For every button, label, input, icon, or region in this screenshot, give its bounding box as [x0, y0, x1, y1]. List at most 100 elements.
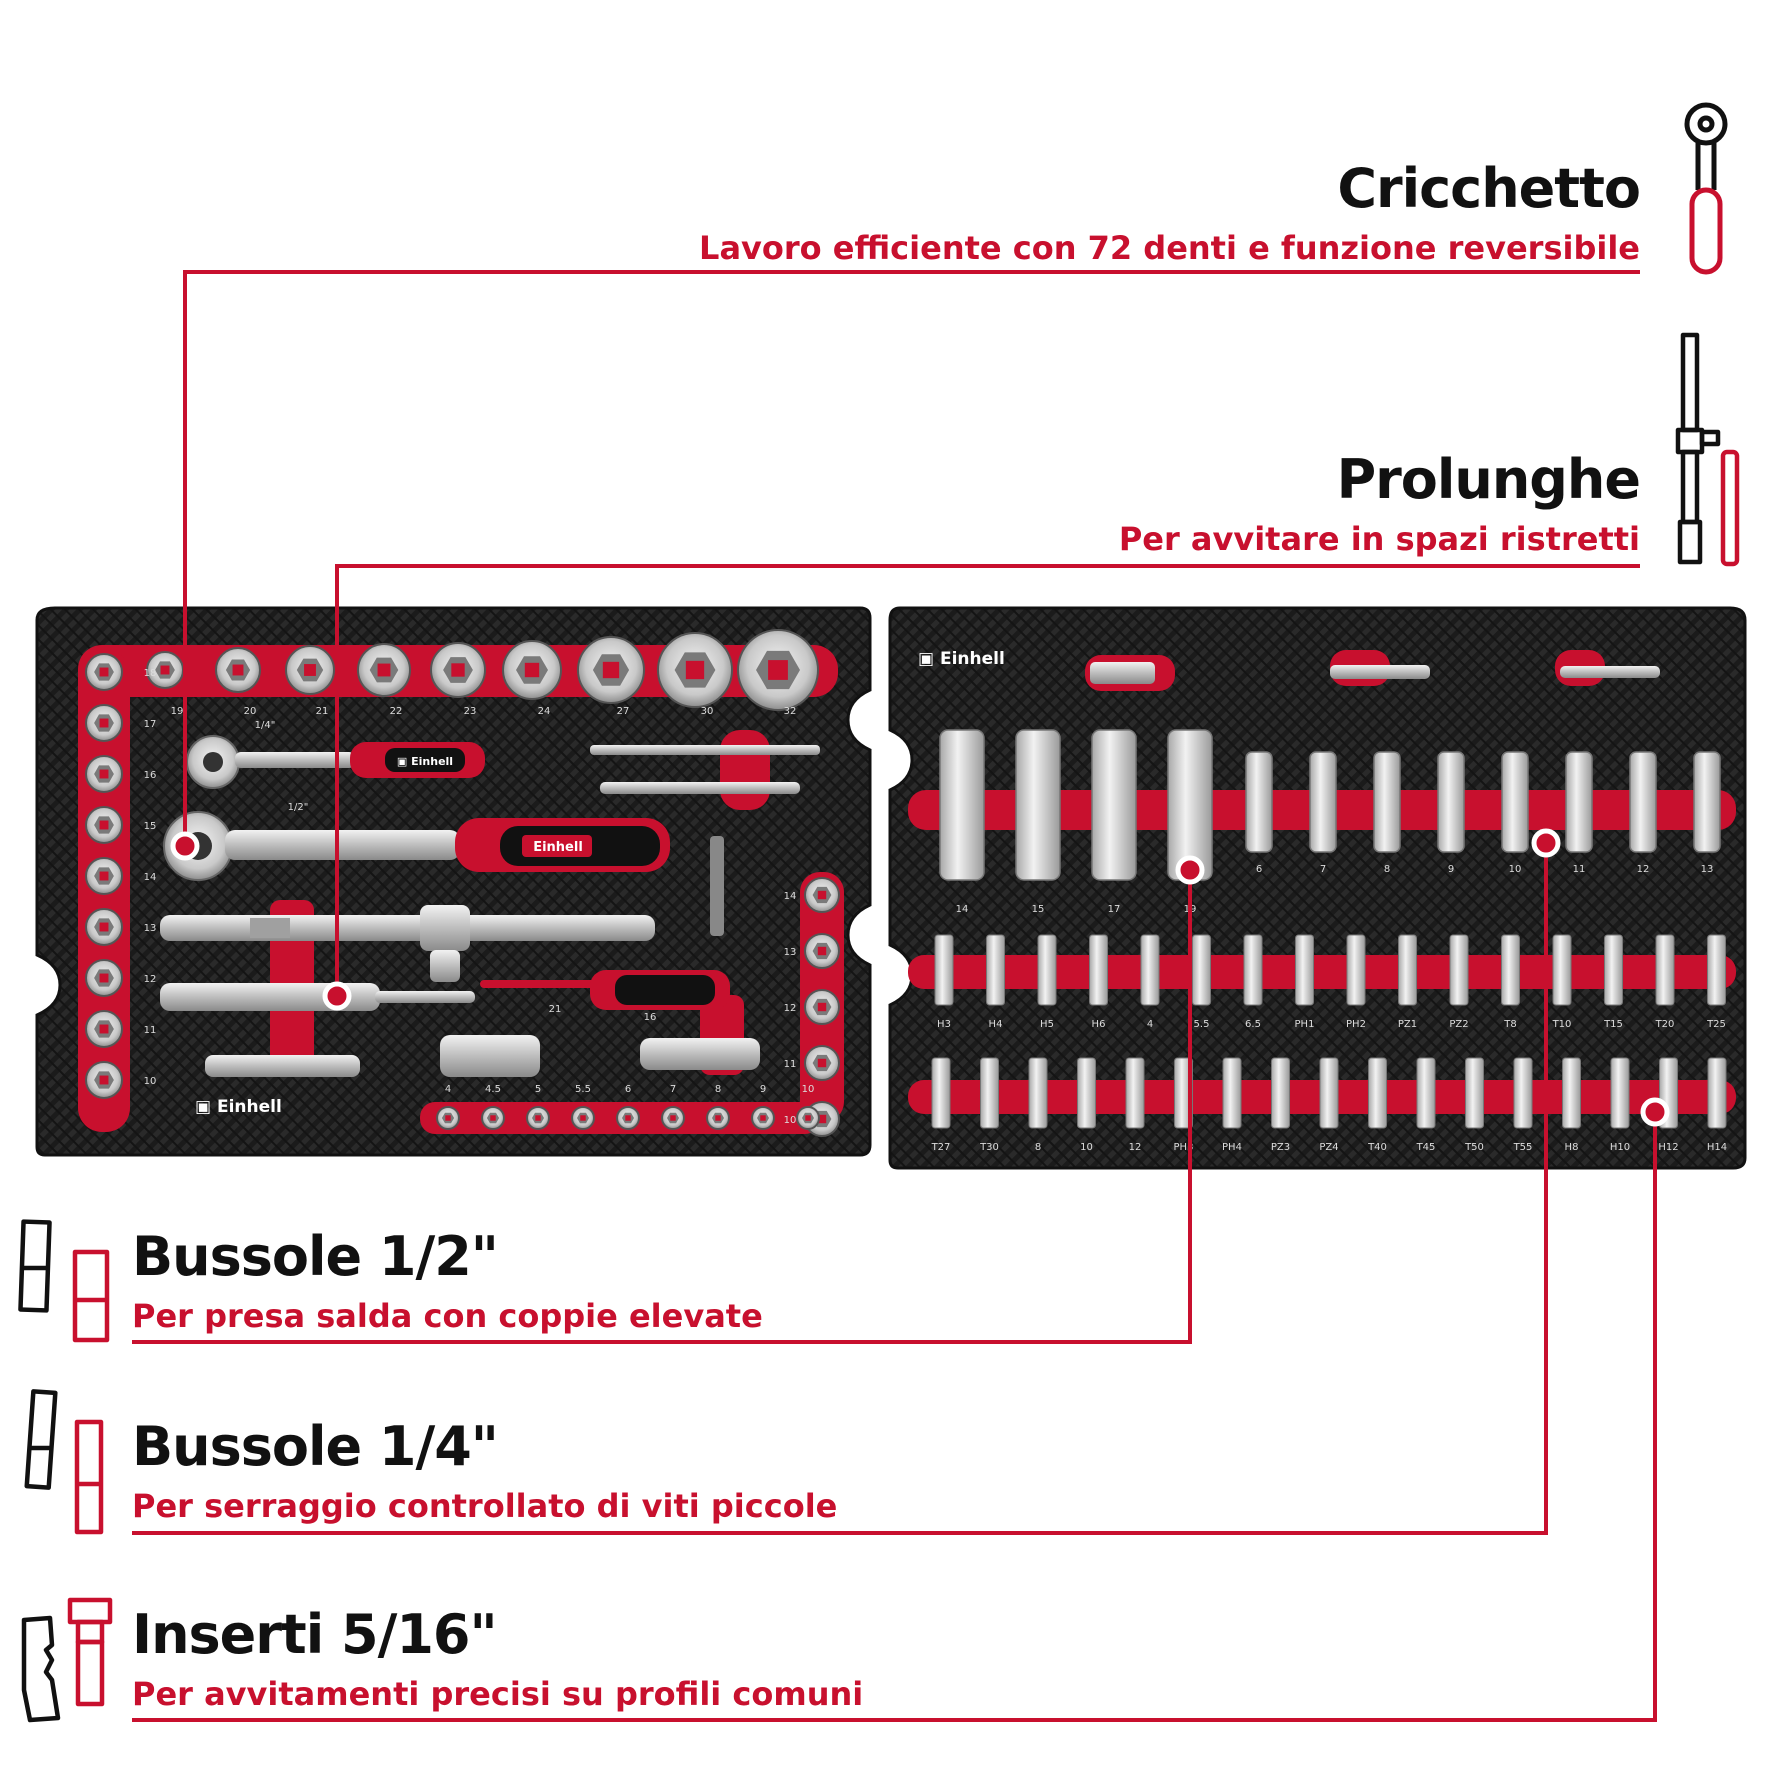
size-label: 10	[144, 1076, 157, 1087]
size-label: 1/4"	[255, 720, 276, 731]
socket-drive	[99, 769, 109, 779]
size-label: PH4	[1222, 1142, 1242, 1153]
bit	[1610, 1057, 1630, 1129]
bit	[1028, 1057, 1048, 1129]
bit	[1222, 1057, 1242, 1129]
size-label: 14	[956, 904, 969, 915]
size-label: 16	[644, 1012, 657, 1023]
socket-drive	[99, 1024, 109, 1034]
bit	[1562, 1057, 1581, 1129]
size-label: 13	[144, 923, 157, 934]
deep-socket	[1565, 751, 1593, 853]
socket-icon	[24, 1389, 104, 1535]
feature-subtitle: Lavoro efficiente con 72 denti e funzion…	[699, 229, 1640, 267]
feature-subtitle: Per avvitamenti precisi su profili comun…	[132, 1675, 864, 1713]
size-label: 12	[144, 974, 157, 985]
size-label: 8	[1384, 864, 1390, 875]
callout-sockets-quarter	[132, 843, 1548, 1535]
size-label: 10	[802, 1084, 815, 1095]
size-label: PZ1	[1398, 1019, 1417, 1030]
long-socket	[1015, 729, 1061, 881]
socket-drive	[805, 1115, 811, 1121]
size-label: 5.5	[1194, 1019, 1210, 1030]
bit	[1707, 934, 1726, 1006]
socket-drive	[99, 1075, 109, 1085]
bit	[1271, 1057, 1290, 1129]
size-label: 7	[670, 1084, 676, 1095]
callout-dot	[322, 981, 352, 1011]
callout-ratchet	[183, 270, 1640, 846]
size-label: 4	[1147, 1019, 1153, 1030]
feature-extensions: Prolunghe Per avvitare in spazi ristrett…	[1118, 453, 1641, 558]
bit	[1140, 934, 1160, 1006]
size-label: 5	[535, 1084, 541, 1095]
long-socket	[1091, 729, 1137, 881]
socket-drive	[99, 871, 109, 881]
size-label: 32	[784, 706, 797, 717]
feature-sockets-quarter: Bussole 1/4" Per serraggio controllato d…	[132, 1420, 837, 1523]
size-label: 12	[1129, 1142, 1142, 1153]
size-label: H5	[1040, 1019, 1054, 1030]
bit	[1125, 1057, 1145, 1129]
size-label: T40	[1367, 1142, 1387, 1153]
socket-drive	[490, 1115, 496, 1121]
feature-bits: Inserti 5/16" Per avvitamenti precisi su…	[132, 1608, 864, 1713]
size-label: 16	[144, 770, 157, 781]
bit	[1398, 934, 1417, 1006]
feature-title: Bussole 1/2"	[132, 1225, 499, 1288]
deep-socket	[1693, 751, 1721, 853]
size-label: PZ3	[1271, 1142, 1290, 1153]
socket-drive	[602, 661, 620, 679]
feature-subtitle: Per avvitare in spazi ristretti	[1118, 520, 1640, 558]
bit	[1368, 1057, 1387, 1129]
size-label: 4.5	[485, 1084, 501, 1095]
bit	[1449, 934, 1469, 1006]
size-label: H4	[989, 1019, 1003, 1030]
bit	[986, 934, 1005, 1006]
size-label: 11	[784, 1059, 797, 1070]
size-label: 15	[144, 821, 157, 832]
size-label: T27	[931, 1142, 951, 1153]
bit	[1513, 1057, 1533, 1129]
long-socket	[939, 729, 985, 881]
callout-dot	[170, 831, 200, 861]
size-label: 24	[538, 706, 551, 717]
feature-ratchet: Cricchetto Lavoro efficiente con 72 dent…	[699, 162, 1641, 267]
bit	[1416, 1057, 1436, 1129]
size-label: T55	[1513, 1142, 1533, 1153]
size-label: 21	[316, 706, 329, 717]
size-label: 14	[144, 872, 157, 883]
size-label: 6.5	[1245, 1019, 1261, 1030]
size-label: 14	[784, 891, 797, 902]
socket-drive	[304, 664, 316, 676]
size-label: T10	[1552, 1019, 1572, 1030]
size-label: T15	[1603, 1019, 1623, 1030]
callout-dot	[1175, 855, 1205, 885]
socket-drive	[580, 1115, 586, 1121]
callout-dot	[1531, 828, 1561, 858]
callout-bits	[132, 1112, 1657, 1722]
deep-socket	[1373, 751, 1401, 853]
size-label: 11	[1573, 864, 1586, 875]
deep-socket	[1437, 751, 1465, 853]
socket-drive	[99, 973, 109, 983]
socket-drive	[377, 663, 391, 677]
size-label: 30	[701, 706, 714, 717]
size-label: 19	[171, 706, 184, 717]
size-label: H12	[1658, 1142, 1678, 1153]
socket-drive	[99, 922, 109, 932]
size-label: 8	[1035, 1142, 1041, 1153]
size-label: T8	[1503, 1019, 1516, 1030]
socket-drive	[817, 1114, 827, 1124]
size-label: 6	[625, 1084, 631, 1095]
socket-icon	[18, 1219, 110, 1343]
size-label: 4	[445, 1084, 451, 1095]
bit	[934, 934, 954, 1006]
